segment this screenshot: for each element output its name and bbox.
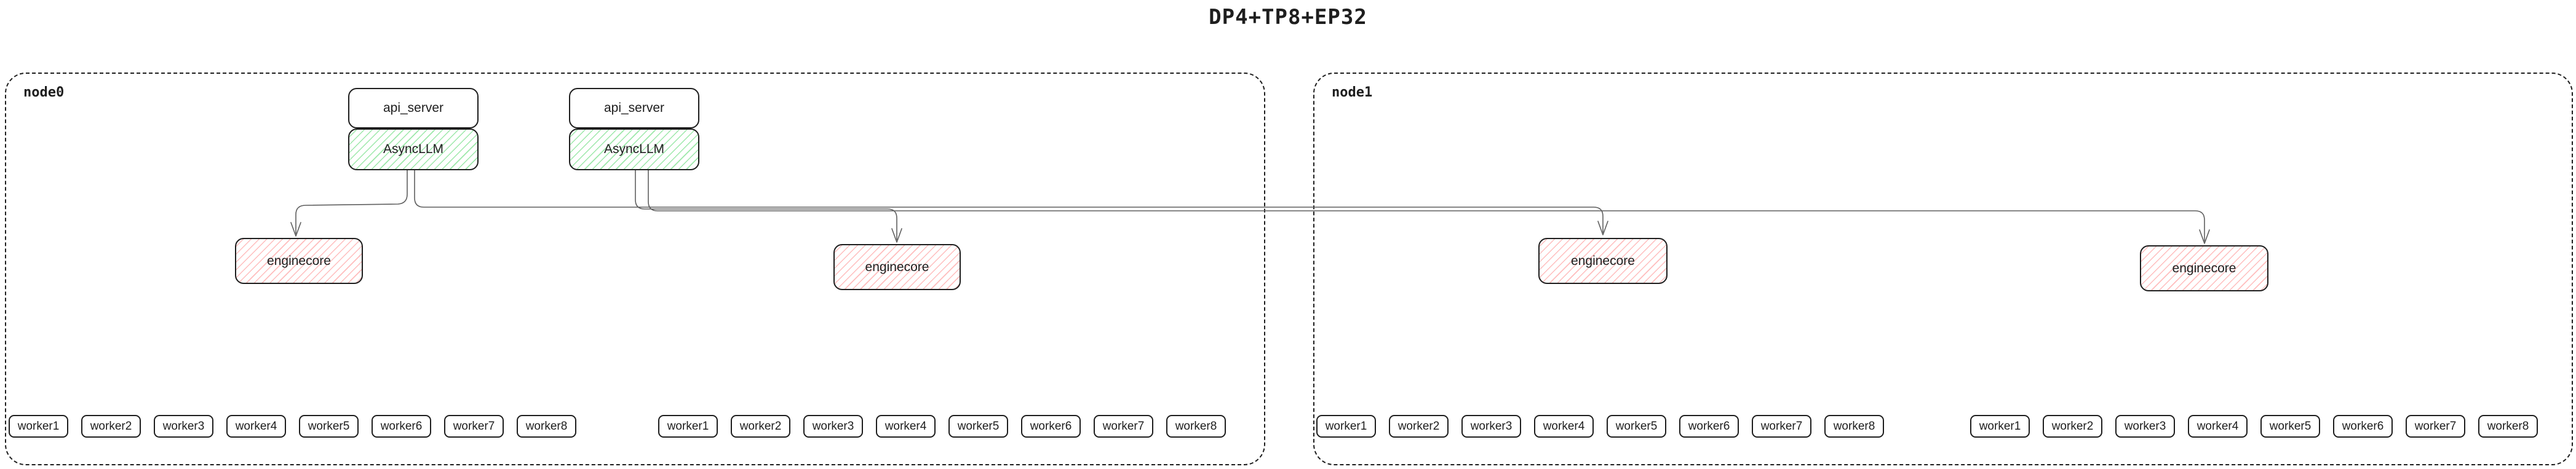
- worker-label: worker8: [1175, 419, 1217, 433]
- worker-label: worker2: [739, 419, 782, 433]
- enginecore-label-1: enginecore: [267, 253, 331, 268]
- worker-group-1: worker1 worker2 worker3 worker4 worker5 …: [9, 415, 576, 438]
- worker-box: worker4: [1534, 415, 1594, 438]
- worker-label: worker1: [17, 419, 60, 433]
- worker-label: worker3: [162, 419, 205, 433]
- worker-box: worker4: [2188, 415, 2248, 438]
- worker-label: worker8: [525, 419, 568, 433]
- worker-label: worker5: [2269, 419, 2312, 433]
- worker-box: worker4: [226, 415, 286, 438]
- worker-box: worker8: [1166, 415, 1226, 438]
- worker-box: worker1: [1970, 415, 2030, 438]
- node1-container: node1: [1313, 73, 2573, 465]
- node0-container: node0: [5, 73, 1265, 465]
- worker-box: worker8: [2478, 415, 2538, 438]
- worker-box: worker7: [1094, 415, 1153, 438]
- worker-box: worker1: [9, 415, 68, 438]
- worker-box: worker5: [1607, 415, 1666, 438]
- worker-label: worker6: [1030, 419, 1072, 433]
- worker-label: worker3: [1470, 419, 1513, 433]
- enginecore-box-4: enginecore: [2140, 245, 2268, 291]
- worker-label: worker4: [885, 419, 927, 433]
- worker-box: worker8: [1824, 415, 1884, 438]
- worker-label: worker5: [957, 419, 1000, 433]
- worker-label: worker7: [2414, 419, 2457, 433]
- worker-box: worker3: [803, 415, 863, 438]
- worker-box: worker5: [2260, 415, 2320, 438]
- node1-label: node1: [1332, 85, 1373, 100]
- enginecore-label-3: enginecore: [1571, 253, 1635, 268]
- enginecore-label-2: enginecore: [865, 259, 929, 274]
- worker-box: worker6: [1021, 415, 1081, 438]
- worker-label: worker1: [667, 419, 709, 433]
- api-server-box-1: api_server: [348, 88, 479, 128]
- worker-label: worker7: [1760, 419, 1803, 433]
- diagram-title: DP4+TP8+EP32: [1209, 5, 1367, 30]
- worker-label: worker6: [1688, 419, 1730, 433]
- worker-box: worker6: [2333, 415, 2393, 438]
- worker-group-4: worker1 worker2 worker3 worker4 worker5 …: [1970, 415, 2538, 438]
- worker-label: worker1: [1325, 419, 1367, 433]
- worker-label: worker5: [1615, 419, 1658, 433]
- worker-box: worker6: [372, 415, 431, 438]
- worker-label: worker6: [380, 419, 423, 433]
- worker-label: worker5: [308, 419, 350, 433]
- worker-label: worker3: [812, 419, 854, 433]
- worker-box: worker2: [1389, 415, 1449, 438]
- worker-box: worker3: [154, 415, 213, 438]
- worker-group-3: worker1 worker2 worker3 worker4 worker5 …: [1316, 415, 1884, 438]
- worker-label: worker7: [453, 419, 495, 433]
- asyncllm-box-2: AsyncLLM: [569, 128, 699, 170]
- worker-label: worker2: [2051, 419, 2094, 433]
- api-server-label-2: api_server: [603, 101, 665, 115]
- enginecore-box-2: enginecore: [833, 244, 961, 290]
- worker-group-2: worker1 worker2 worker3 worker4 worker5 …: [658, 415, 1226, 438]
- worker-box: worker2: [731, 415, 790, 438]
- worker-label: worker1: [1979, 419, 2021, 433]
- enginecore-box-3: enginecore: [1538, 238, 1668, 284]
- worker-label: worker2: [90, 419, 132, 433]
- worker-box: worker3: [1461, 415, 1521, 438]
- worker-box: worker2: [81, 415, 141, 438]
- asyncllm-box-1: AsyncLLM: [348, 128, 479, 170]
- worker-label: worker7: [1102, 419, 1145, 433]
- api-server-box-2: api_server: [569, 88, 699, 128]
- worker-label: worker8: [2487, 419, 2529, 433]
- worker-box: worker3: [2115, 415, 2175, 438]
- worker-box: worker6: [1679, 415, 1739, 438]
- worker-box: worker7: [1752, 415, 1811, 438]
- enginecore-box-1: enginecore: [235, 238, 363, 284]
- worker-box: worker7: [444, 415, 504, 438]
- worker-label: worker4: [2196, 419, 2239, 433]
- worker-box: worker5: [299, 415, 359, 438]
- worker-box: worker1: [1316, 415, 1376, 438]
- worker-box: worker2: [2043, 415, 2102, 438]
- worker-box: worker7: [2406, 415, 2465, 438]
- worker-label: worker6: [2342, 419, 2384, 433]
- node0-label: node0: [23, 85, 65, 100]
- worker-box: worker4: [876, 415, 936, 438]
- worker-label: worker3: [2124, 419, 2166, 433]
- enginecore-label-4: enginecore: [2172, 261, 2236, 275]
- worker-label: worker2: [1397, 419, 1440, 433]
- worker-label: worker4: [235, 419, 277, 433]
- worker-label: worker8: [1833, 419, 1875, 433]
- worker-box: worker5: [948, 415, 1008, 438]
- worker-box: worker8: [517, 415, 576, 438]
- asyncllm-label-1: AsyncLLM: [383, 142, 444, 156]
- worker-box: worker1: [658, 415, 718, 438]
- api-server-label-1: api_server: [383, 101, 444, 115]
- asyncllm-label-2: AsyncLLM: [603, 142, 665, 156]
- worker-label: worker4: [1543, 419, 1585, 433]
